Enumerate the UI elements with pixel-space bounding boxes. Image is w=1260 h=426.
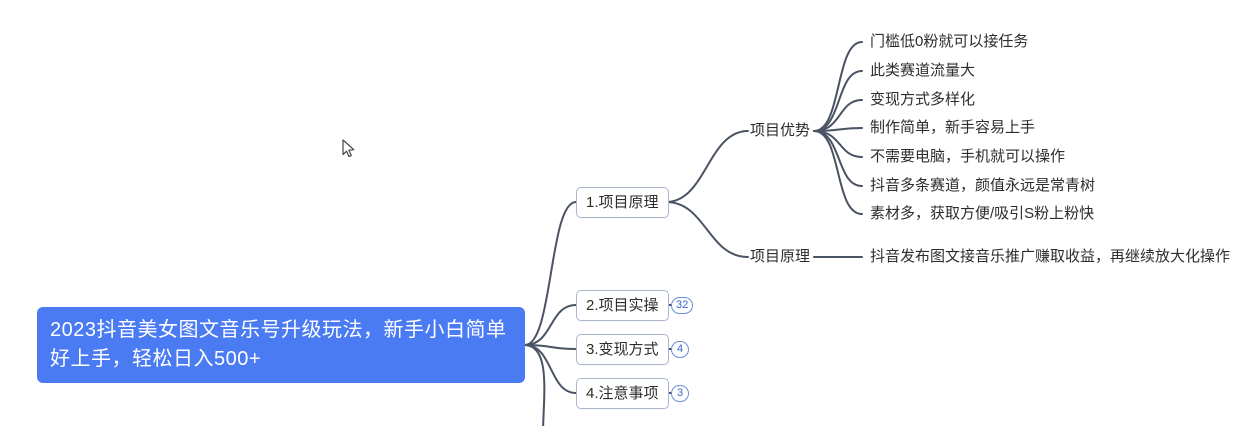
branch-project-principle[interactable]: 1.项目原理 bbox=[576, 187, 669, 218]
badge-practice-count[interactable]: 32 bbox=[671, 297, 694, 314]
branch-project-practice[interactable]: 2.项目实操 bbox=[576, 290, 669, 321]
leaf-advantage-7[interactable]: 素材多，获取方便/吸引S粉上粉快 bbox=[870, 205, 1095, 222]
root-topic-line1: 2023抖音美女图文音乐号升级玩法，新手小白简单 bbox=[50, 319, 507, 341]
leaf-advantage-6[interactable]: 抖音多条赛道，颜值永远是常青树 bbox=[870, 177, 1096, 194]
subnode-project-advantages[interactable]: 项目优势 bbox=[750, 122, 811, 139]
badge-notes-count[interactable]: 3 bbox=[671, 385, 689, 402]
subnode-project-principle[interactable]: 项目原理 bbox=[750, 248, 811, 265]
mouse-cursor-icon bbox=[342, 139, 355, 158]
leaf-principle-detail[interactable]: 抖音发布图文接音乐推广赚取收益，再继续放大化操作 bbox=[870, 248, 1231, 265]
root-topic[interactable]: 2023抖音美女图文音乐号升级玩法，新手小白简单 好上手，轻松日入500+ bbox=[37, 307, 525, 383]
leaf-advantage-5[interactable]: 不需要电脑，手机就可以操作 bbox=[870, 148, 1066, 165]
badge-monetization-count[interactable]: 4 bbox=[671, 341, 689, 358]
leaf-advantage-2[interactable]: 此类赛道流量大 bbox=[870, 62, 976, 79]
root-topic-line2: 好上手，轻松日入500+ bbox=[50, 348, 262, 370]
leaf-advantage-1[interactable]: 门槛低0粉就可以接任务 bbox=[870, 33, 1029, 50]
leaf-advantage-3[interactable]: 变现方式多样化 bbox=[870, 91, 976, 108]
leaf-advantage-4[interactable]: 制作简单，新手容易上手 bbox=[870, 119, 1036, 136]
branch-monetization[interactable]: 3.变现方式 bbox=[576, 334, 669, 365]
branch-notes[interactable]: 4.注意事项 bbox=[576, 378, 669, 409]
